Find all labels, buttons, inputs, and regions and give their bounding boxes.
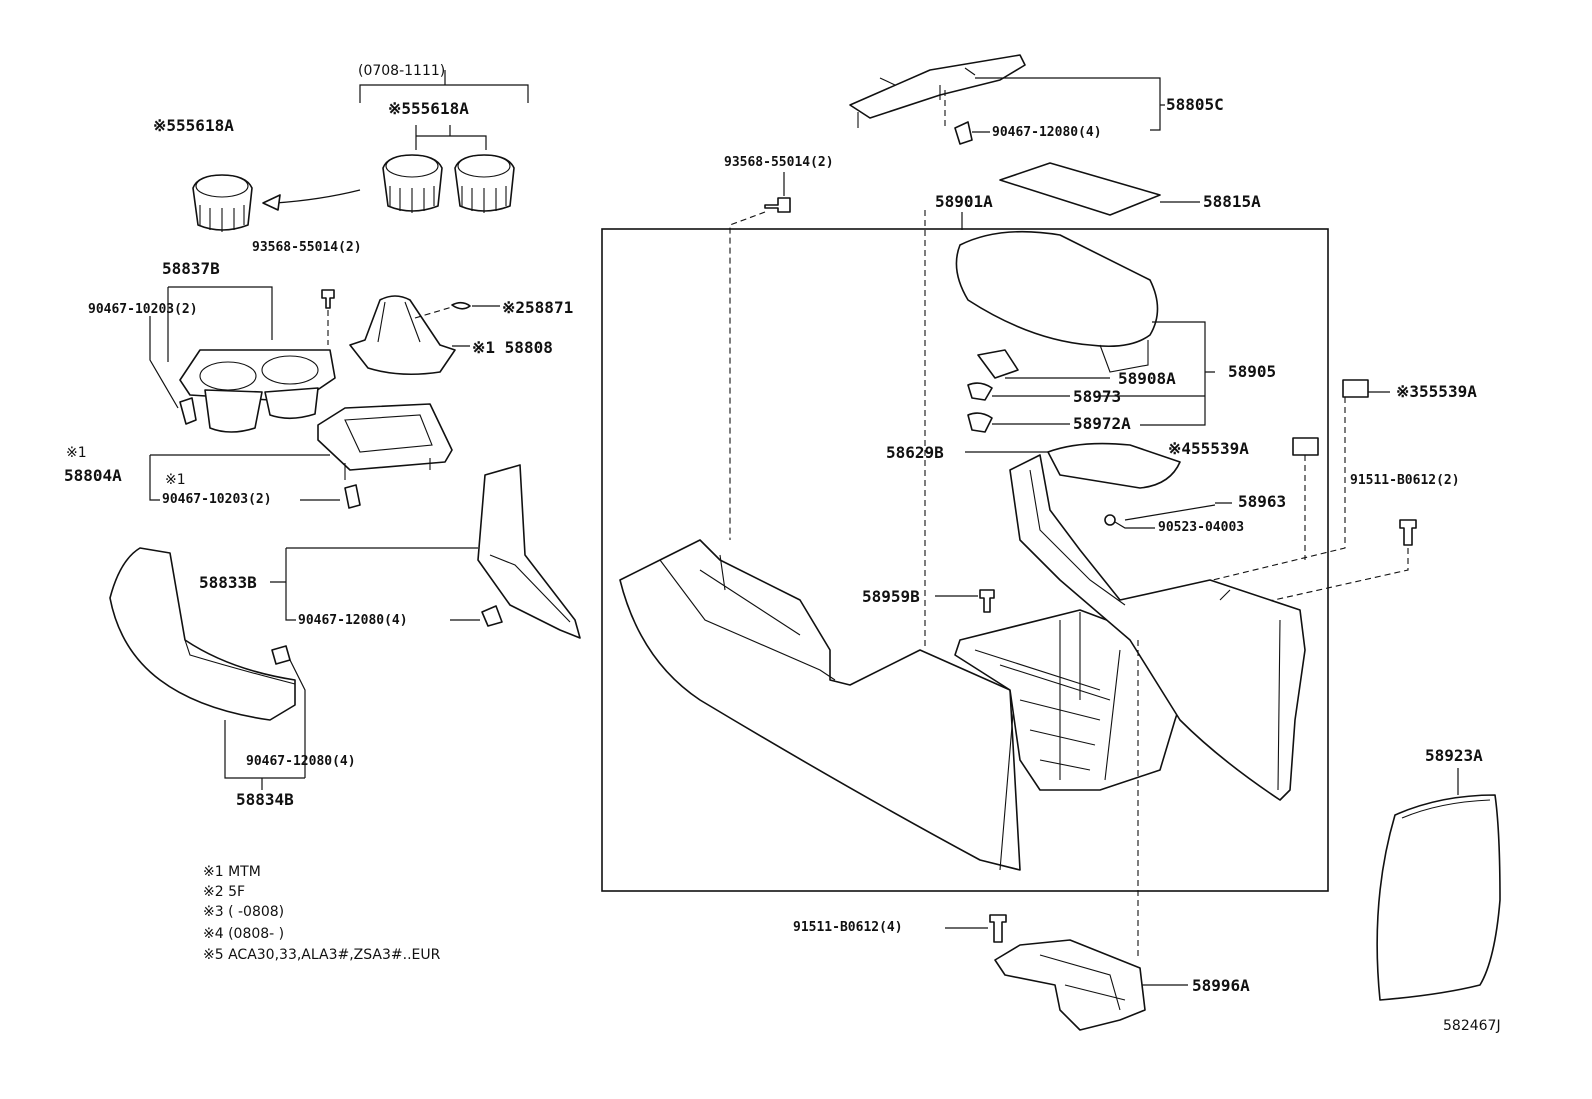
- legend-note: ※5 ACA30,33,ALA3#,ZSA3#..EUR: [203, 947, 441, 963]
- part-label-90467-12080-top: 90467-12080(4): [992, 125, 1102, 140]
- clip-icon: [451, 301, 471, 310]
- part-label-58805c: 58805C: [1166, 95, 1224, 114]
- legend-note: ※1 MTM: [203, 864, 261, 880]
- part-label-93568-top: 93568-55014(2): [252, 240, 362, 255]
- part-label-91511-b0612-4: 91511-B0612(4): [793, 920, 903, 935]
- part-label-91511-b0612-2: 91511-B0612(2): [1350, 473, 1460, 488]
- part-label-55618a-mid: ※555618A: [388, 99, 469, 118]
- part-label-55539a-4: ※455539A: [1168, 439, 1249, 458]
- screw-icon: [764, 197, 791, 213]
- part-label-90467-10203-bot: 90467-10203(2): [162, 492, 272, 507]
- part-label-90467-12080-mid: 90467-12080(4): [298, 613, 408, 628]
- console-side-trim-part: [477, 464, 581, 639]
- mounting-bracket-part: [994, 939, 1146, 1031]
- part-label-55618a-left: ※555618A: [153, 116, 234, 135]
- lock-part: [977, 349, 1019, 379]
- clip-icon: [967, 382, 993, 401]
- screw-icon: [979, 589, 995, 613]
- shift-tray-part: [317, 403, 453, 480]
- clip-icon: [271, 645, 291, 665]
- part-label-58808: ※1 58808: [472, 338, 553, 357]
- top-panel-part: [849, 54, 1026, 128]
- part-label-58923a: 58923A: [1425, 746, 1483, 765]
- side-pad-part: [1376, 794, 1501, 1001]
- part-label-58833b: 58833B: [199, 573, 257, 592]
- part-label-58963: 58963: [1238, 492, 1287, 511]
- part-label-58973: 58973: [1073, 387, 1122, 406]
- clip-icon: [179, 397, 197, 425]
- console-side-panel-part: [1009, 454, 1306, 801]
- part-label-58959b: 58959B: [862, 587, 920, 606]
- console-mat-part: [999, 162, 1161, 216]
- part-label-58629b: 58629B: [886, 443, 944, 462]
- cup-insert-pair: [382, 154, 515, 213]
- nut-icon: [1104, 514, 1116, 526]
- part-label-90467-10203-top: 90467-10203(2): [88, 302, 198, 317]
- shift-boot-part: [349, 295, 456, 376]
- cover-cap-part: [1292, 437, 1319, 456]
- storage-bin-part: [954, 609, 1196, 791]
- part-label-58908a: 58908A: [1118, 369, 1176, 388]
- clip-icon: [954, 121, 973, 145]
- arrow: [274, 189, 361, 204]
- part-label-90467-12080-bot: 90467-12080(4): [246, 754, 356, 769]
- legend-note: ※2 5F: [203, 884, 246, 900]
- clip-icon: [967, 412, 993, 433]
- part-label-58871: ※258871: [502, 298, 574, 317]
- date-range-label: (0708-1111): [358, 63, 446, 79]
- screw-icon: [321, 289, 335, 309]
- part-label-58815a: 58815A: [1203, 192, 1261, 211]
- armrest-lid-part: [955, 230, 1159, 373]
- console-body-part: [619, 539, 1021, 871]
- part-label-58905: 58905: [1228, 362, 1277, 381]
- rod-part: [1124, 502, 1232, 521]
- compartment-lid-part: [1047, 442, 1181, 489]
- clip-icon: [344, 484, 361, 509]
- legend-note: ※4 (0808- ): [203, 926, 285, 942]
- cup-holder-part: [179, 349, 336, 433]
- console-cover-part: [109, 547, 296, 721]
- cup-insert-single: [192, 174, 253, 232]
- console-assembly-frame: [601, 228, 1329, 892]
- part-label-58996a: 58996A: [1192, 976, 1250, 995]
- bolt-icon: [1399, 519, 1417, 546]
- part-label-58901a: 58901A: [935, 192, 993, 211]
- part-label-55539a-3: ※355539A: [1396, 382, 1477, 401]
- legend-note: ※3 ( -0808): [203, 904, 285, 920]
- bolt-icon: [989, 914, 1007, 943]
- part-label-58972a: 58972A: [1073, 414, 1131, 433]
- diagram-id: 582467J: [1443, 1018, 1501, 1034]
- note-mark: ※1: [66, 445, 87, 461]
- part-label-58834b: 58834B: [236, 790, 294, 809]
- part-label-58804a: 58804A: [64, 466, 122, 485]
- part-label-93568-mid: 93568-55014(2): [724, 155, 834, 170]
- date-range-bracket: [359, 84, 529, 103]
- part-label-58837b: 58837B: [162, 259, 220, 278]
- note-mark: ※1: [165, 472, 186, 488]
- cover-cap-part: [1342, 379, 1369, 398]
- clip-icon: [481, 605, 503, 627]
- part-label-90523-04003: 90523-04003: [1158, 520, 1245, 535]
